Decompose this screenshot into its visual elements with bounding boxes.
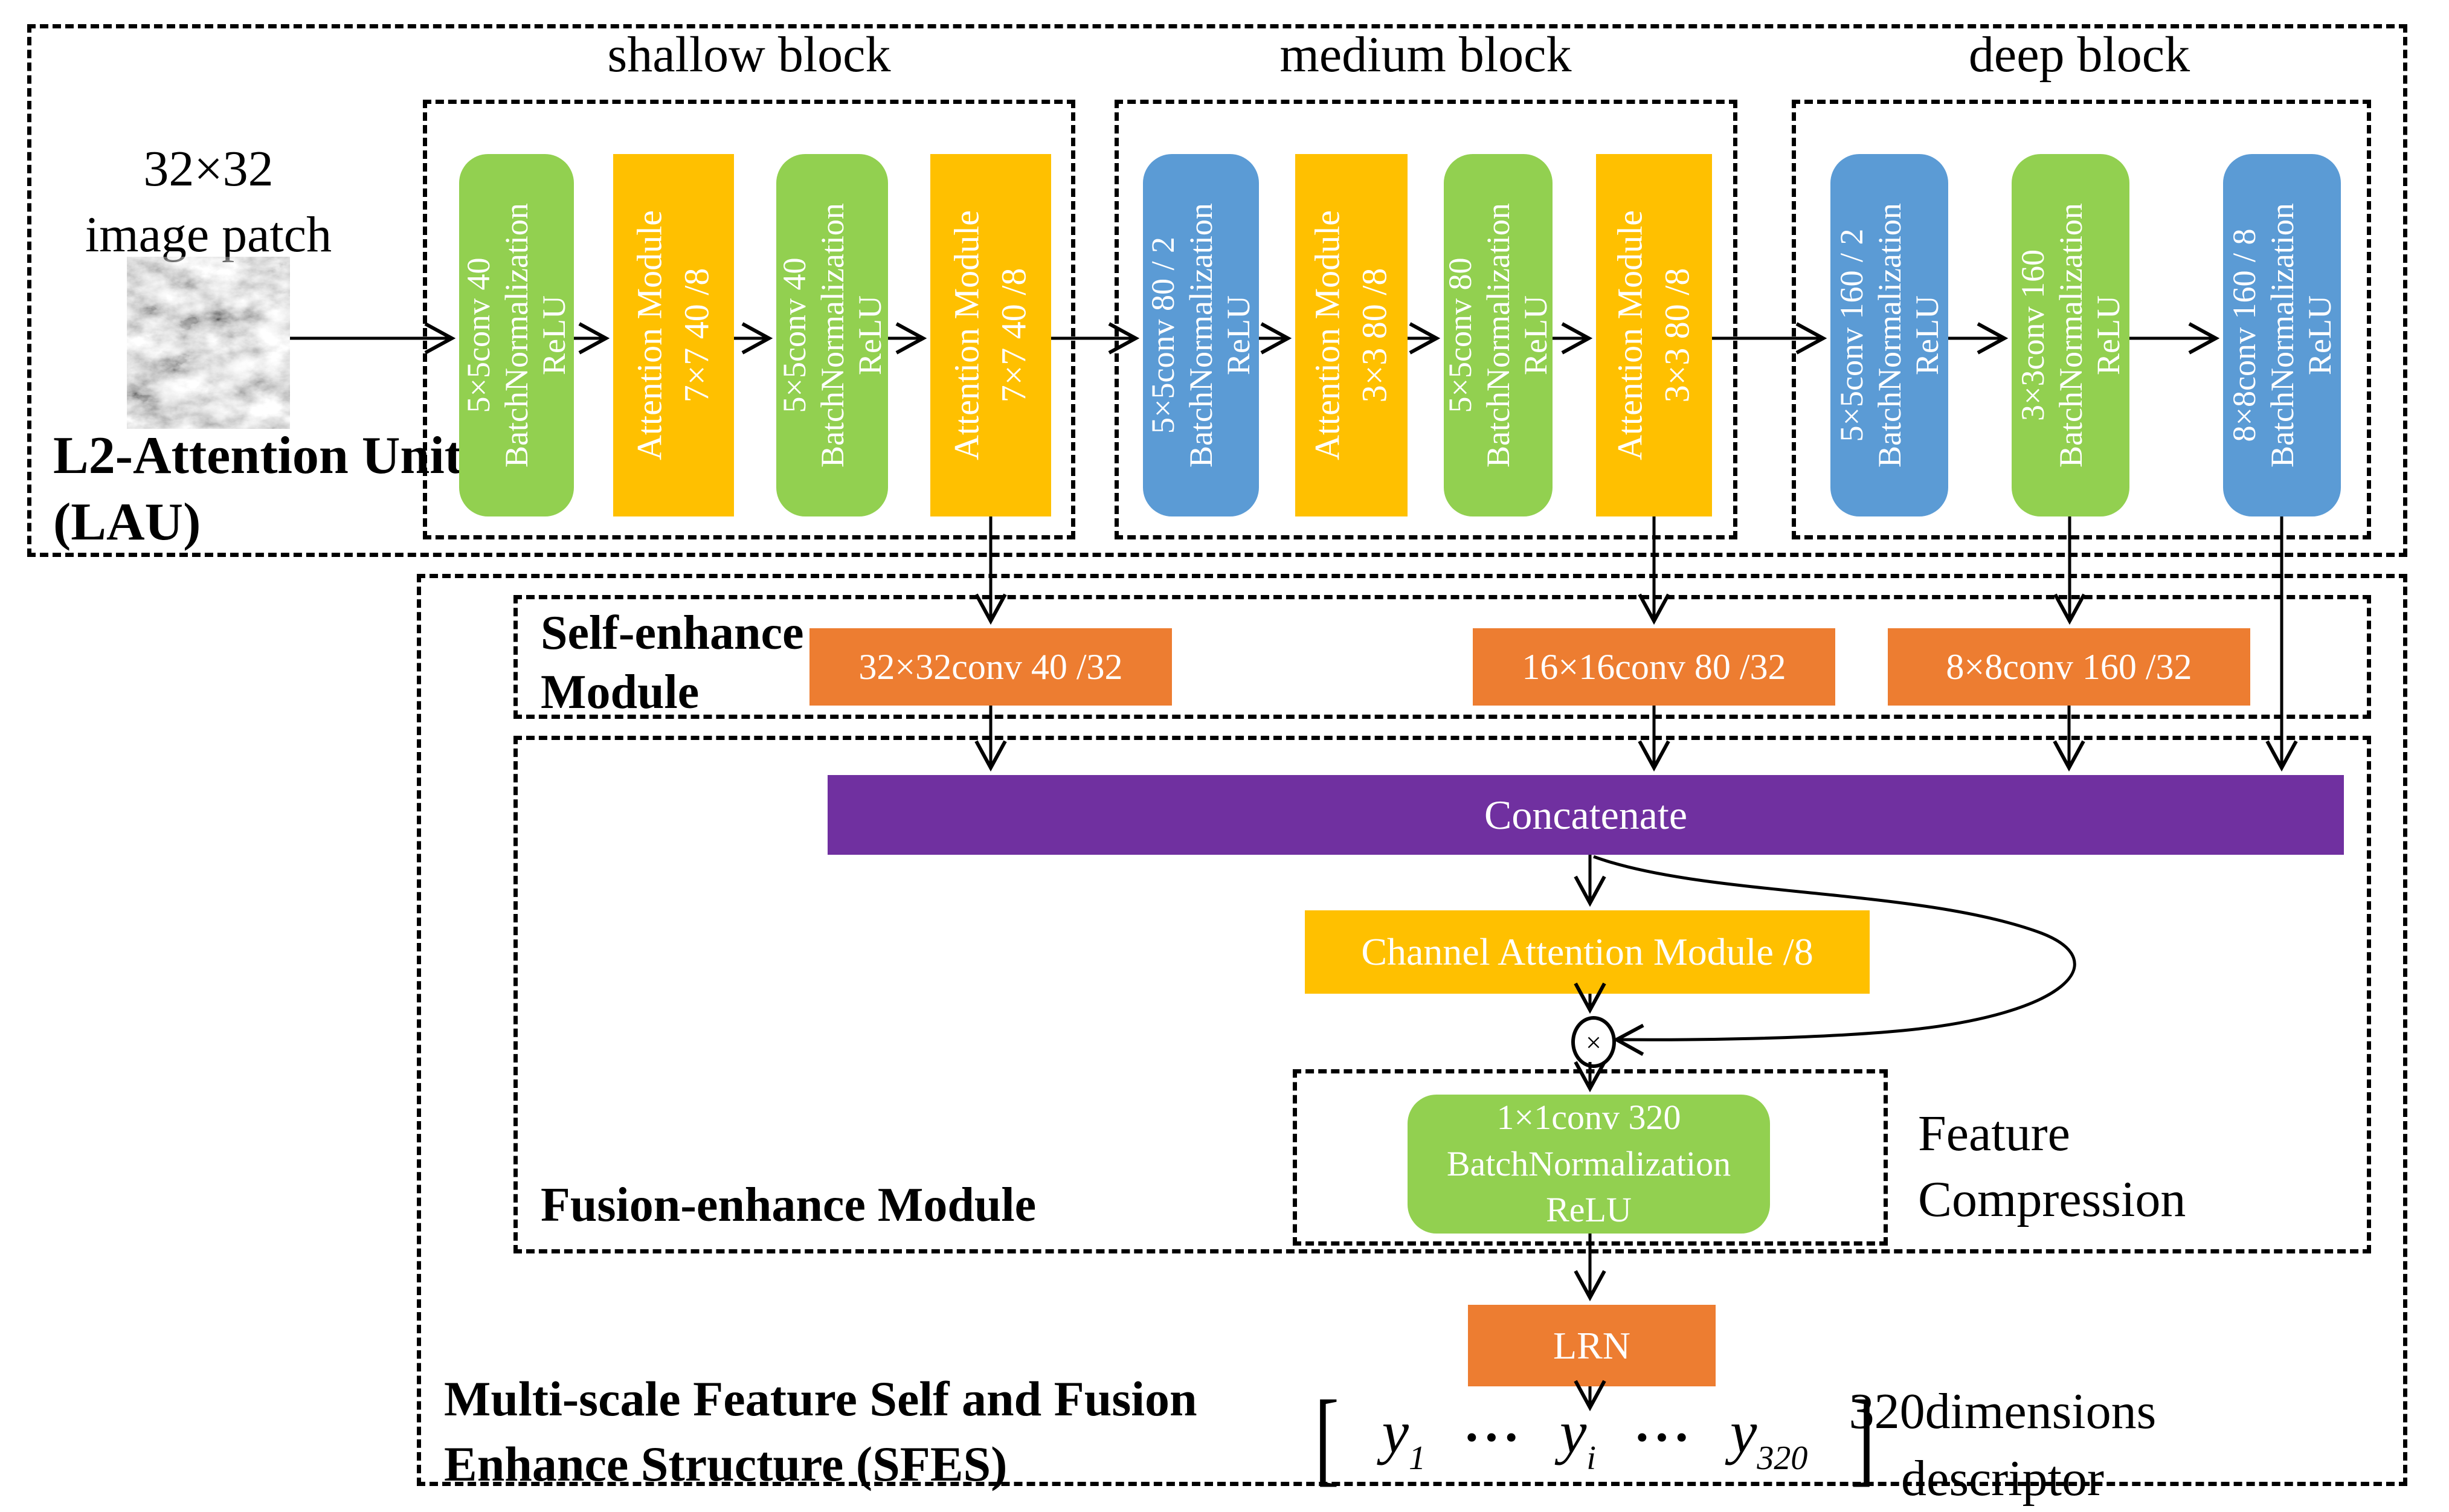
lau-outer-box — [27, 24, 2407, 557]
concatenate-bar: Concatenate — [828, 775, 2344, 855]
lrn-box: LRN — [1468, 1305, 1716, 1386]
descriptor-formula: [ y1 ··· yi ··· y320 ] — [1309, 1378, 1880, 1496]
input-size-line: 32×32 — [143, 141, 274, 197]
lau-title: L2-Attention Unit (LAU) — [53, 423, 462, 556]
fusion-enhance-label: Fusion-enhance Module — [541, 1179, 1037, 1232]
self-enhance-conv8-box: 8×8conv 160 /32 — [1888, 628, 2250, 706]
shallow-block-label: shallow block — [607, 27, 891, 83]
self-enhance-box — [513, 595, 2371, 719]
descriptor-y1: y1 — [1382, 1398, 1426, 1477]
bracket-open: [ — [1315, 1378, 1339, 1496]
self-enhance-label: Self-enhance Module — [541, 606, 804, 719]
fusion-conv-block: 1×1conv 320 BatchNormalization ReLU — [1408, 1095, 1770, 1234]
input-size-label: 32×32 image patch — [85, 136, 332, 268]
feature-compression-label: Feature Compression — [1918, 1105, 2186, 1228]
sfes-outer-box — [417, 574, 2407, 1486]
descriptor-y320: y320 — [1730, 1398, 1808, 1477]
deep-block-label: deep block — [1968, 27, 2190, 83]
lau-title-line1: L2-Attention Unit — [53, 426, 463, 485]
descriptor-dots1: ··· — [1463, 1408, 1523, 1467]
medium-block-box — [1115, 100, 1737, 539]
medium-block-label: medium block — [1279, 27, 1572, 83]
sfes-title: Multi-scale Feature Self and Fusion Enha… — [444, 1371, 1197, 1492]
descriptor-dims-label: 320dimensions descriptor — [1849, 1383, 2157, 1507]
descriptor-dots2: ··· — [1633, 1408, 1693, 1467]
self-enhance-conv32-box: 32×32conv 40 /32 — [809, 628, 1172, 706]
self-enhance-conv16-box: 16×16conv 80 /32 — [1473, 628, 1835, 706]
multiply-node: × — [1571, 1016, 1616, 1068]
input-caption-line: image patch — [85, 207, 332, 263]
channel-attention-box: Channel Attention Module /8 — [1305, 910, 1870, 994]
descriptor-yi: yi — [1560, 1398, 1596, 1477]
fusion-enhance-box — [513, 736, 2371, 1253]
multiply-symbol: × — [1586, 1026, 1601, 1058]
shallow-block-box — [423, 100, 1075, 539]
lau-title-line2: (LAU) — [53, 493, 201, 552]
bracket-close: ] — [1850, 1378, 1875, 1496]
deep-block-box — [1792, 100, 2371, 539]
